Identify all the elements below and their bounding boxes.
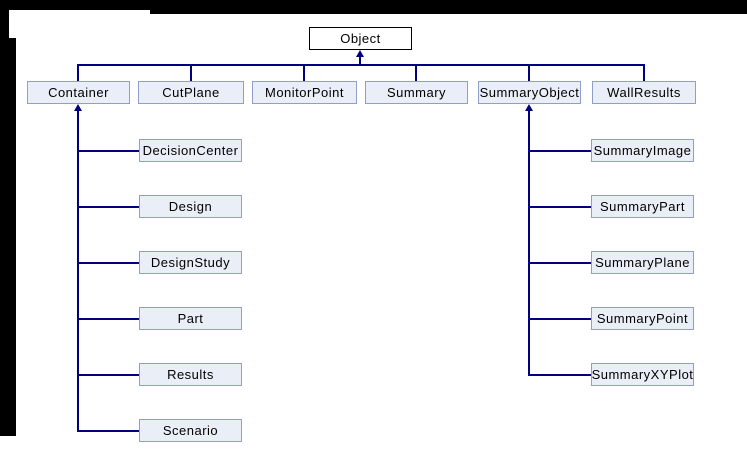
letterbox-left-lower	[0, 38, 16, 436]
connector-container-branch-3	[78, 262, 139, 264]
node-object[interactable]: Object	[309, 27, 412, 50]
connector-stub-cutplane	[190, 64, 192, 82]
arrow-up-icon	[525, 104, 533, 111]
letterbox-top-left	[0, 0, 150, 10]
arrow-up-icon	[356, 50, 364, 57]
connector-container-branch-4	[78, 318, 139, 320]
node-container[interactable]: Container	[27, 81, 130, 104]
node-summaryxyplot[interactable]: SummaryXYPlot	[591, 363, 694, 386]
connector-summaryobject-branch-4	[529, 318, 591, 320]
letterbox-left-upper	[0, 10, 9, 38]
node-cutplane[interactable]: CutPlane	[138, 81, 244, 104]
node-scenario[interactable]: Scenario	[139, 419, 242, 442]
arrow-up-icon	[74, 104, 82, 111]
node-summary[interactable]: Summary	[365, 81, 468, 104]
connector-summaryobject-trunk	[528, 110, 530, 376]
connector-top-horizontal	[77, 64, 645, 66]
node-designstudy[interactable]: DesignStudy	[139, 251, 242, 274]
node-results[interactable]: Results	[139, 363, 242, 386]
node-summaryobject[interactable]: SummaryObject	[478, 81, 581, 104]
connector-summaryobject-branch-3	[529, 262, 591, 264]
connector-stub-wallresults	[643, 64, 645, 82]
connector-container-trunk	[77, 110, 79, 432]
connector-container-branch-5	[78, 374, 139, 376]
node-monitorpoint[interactable]: MonitorPoint	[252, 81, 357, 104]
connector-stub-container	[77, 64, 79, 82]
connector-container-branch-6	[78, 430, 139, 432]
node-summaryimage[interactable]: SummaryImage	[591, 139, 694, 162]
node-summarypart[interactable]: SummaryPart	[591, 195, 694, 218]
letterbox-top-right	[150, 0, 747, 14]
connector-container-branch-1	[78, 150, 139, 152]
connector-stub-monitorpoint	[303, 64, 305, 82]
node-design[interactable]: Design	[139, 195, 242, 218]
connector-stub-summary	[415, 64, 417, 82]
node-wallresults[interactable]: WallResults	[592, 81, 696, 104]
connector-summaryobject-branch-5	[529, 374, 591, 376]
connector-summaryobject-branch-2	[529, 206, 591, 208]
connector-summaryobject-branch-1	[529, 150, 591, 152]
connector-root-trunk	[359, 56, 361, 66]
node-summaryplane[interactable]: SummaryPlane	[591, 251, 694, 274]
connector-container-branch-2	[78, 206, 139, 208]
node-summarypoint[interactable]: SummaryPoint	[591, 307, 694, 330]
connector-stub-summaryobject	[528, 64, 530, 82]
node-part[interactable]: Part	[139, 307, 242, 330]
node-decisioncenter[interactable]: DecisionCenter	[139, 139, 242, 162]
